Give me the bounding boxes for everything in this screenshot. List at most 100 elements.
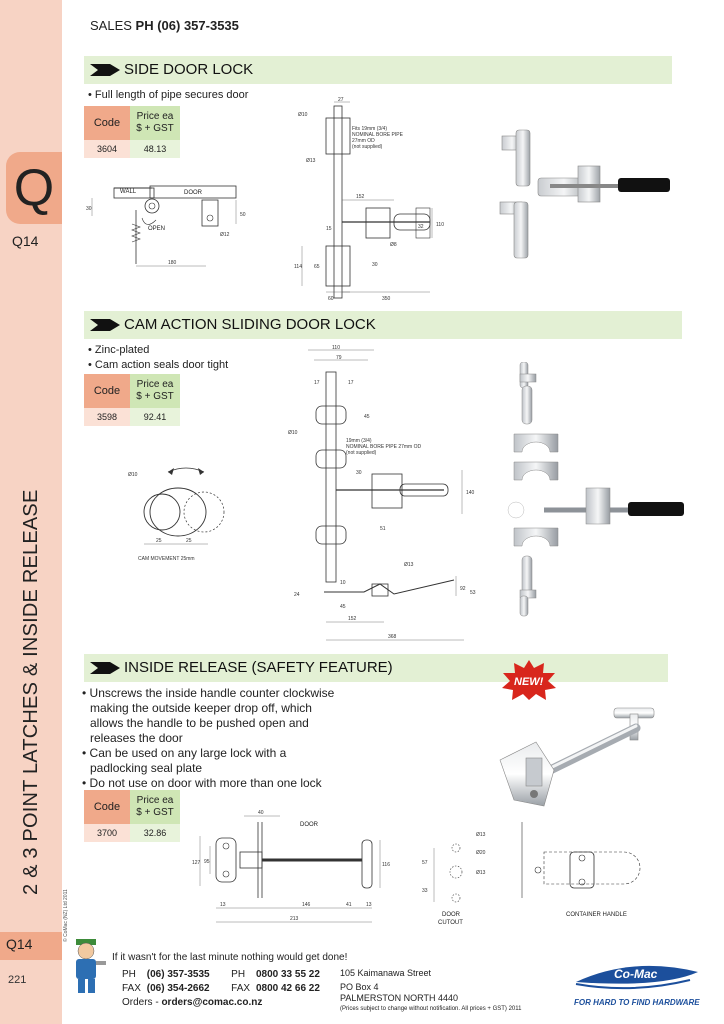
- footer-contact: PH (06) 357-3535 PH 0800 33 55 22 FAX (0…: [122, 968, 320, 1010]
- bullet-item: • Unscrews the inside handle counter clo…: [82, 686, 335, 700]
- dim: Ø13: [476, 832, 486, 838]
- cam-movement-drawing: Ø10 25 25 CAM MOVEMENT 25mm: [128, 467, 225, 562]
- door-label: DOOR: [184, 190, 203, 196]
- door-cutout-label: CUTOUT: [438, 920, 463, 926]
- product-price: 92.41: [130, 408, 180, 426]
- arrow-icon: [90, 662, 120, 674]
- new-badge-label: NEW!: [514, 676, 544, 688]
- dim: 152: [348, 616, 357, 622]
- dim: 10: [340, 580, 346, 586]
- code-header: Code: [84, 790, 130, 824]
- logo-text: Co-Mac: [614, 967, 658, 981]
- code-header: Code: [84, 106, 130, 140]
- dim: 60: [328, 296, 334, 302]
- dim: 368: [388, 634, 397, 640]
- dim: Ø12: [220, 232, 230, 238]
- section-title: SIDE DOOR LOCK: [124, 61, 254, 78]
- dim: 30: [356, 470, 362, 476]
- dim: 25: [186, 538, 192, 544]
- dim: 41: [346, 902, 352, 908]
- dim: 110: [332, 345, 340, 351]
- price-header: Price ea$ + GST: [130, 374, 180, 408]
- price-disclaimer: (Prices subject to change without notifi…: [340, 1006, 522, 1012]
- section-code-bottom: Q14: [6, 936, 33, 952]
- bullet-item: making the outside keeper drop off, whic…: [90, 701, 312, 715]
- cam-action-elevation-drawing: 110 79 17 17 45 Ø10 19mm (3/4) NOMINAL B…: [288, 345, 476, 641]
- bullet-item: padlocking seal plate: [90, 761, 203, 775]
- dim: 51: [380, 526, 386, 532]
- side-door-lock-photo: [499, 129, 670, 259]
- sales-label: SALES: [90, 18, 132, 33]
- footer-slogan: If it wasn't for the last minute nothing…: [112, 952, 348, 963]
- dim: 50: [240, 212, 246, 218]
- bullet-item: • Full length of pipe secures door: [88, 89, 249, 101]
- footer-address: 105 Kaimanawa Street PO Box 4 PALMERSTON…: [340, 968, 521, 1015]
- dim: 140: [466, 490, 475, 496]
- orders-email[interactable]: orders@comac.co.nz: [161, 997, 263, 1008]
- dim: 15: [326, 226, 332, 232]
- bullet-item: • Can be used on any large lock with a: [82, 746, 287, 760]
- address-line: 105 Kaimanawa Street: [340, 968, 432, 978]
- dim: 27: [338, 97, 344, 103]
- dim: 45: [364, 414, 370, 420]
- orders-label: Orders -: [122, 997, 159, 1008]
- section-banner-cam-action: CAM ACTION SLIDING DOOR LOCK: [84, 311, 682, 339]
- dim: Ø10: [298, 112, 308, 118]
- dim: 30: [86, 206, 92, 212]
- inside-release-photo: [499, 707, 655, 807]
- door-label: DOOR: [300, 822, 319, 828]
- pipe-note: 19mm (3/4): [346, 438, 372, 444]
- pipe-note: 27mm OD: [352, 138, 375, 144]
- page-number: 221: [8, 974, 27, 986]
- inside-release-drawing: 40 DOOR 127 95 116 13 146 41 13 213: [192, 810, 390, 923]
- dim: Ø10: [128, 472, 138, 478]
- ph2-label: PH: [231, 969, 246, 980]
- fax-label: FAX: [122, 983, 141, 994]
- dim: 350: [382, 296, 391, 302]
- arrow-icon: [90, 64, 120, 76]
- price-header: Price ea$ + GST: [130, 106, 180, 140]
- section-banner-side-door-lock: SIDE DOOR LOCK: [84, 56, 672, 84]
- new-badge: NEW!: [502, 660, 556, 700]
- dim: 17: [314, 380, 320, 386]
- dim: Ø13: [306, 158, 316, 164]
- dim: 40: [258, 810, 264, 816]
- dim: 95: [204, 859, 210, 865]
- dim: Ø20: [476, 850, 486, 856]
- bullet-item: • Zinc-plated: [88, 344, 150, 356]
- product-code: 3598: [84, 408, 130, 426]
- product-code: 3700: [84, 824, 130, 842]
- product-price: 32.86: [130, 824, 180, 842]
- dim: 180: [168, 260, 177, 266]
- door-cutout-label: DOOR: [442, 912, 461, 918]
- ph-label: PH: [122, 969, 136, 980]
- dim: 65: [314, 264, 320, 270]
- bullet-list: • Full length of pipe secures door: [88, 88, 248, 103]
- pipe-note: Fits 19mm (3/4): [352, 126, 387, 132]
- bullet-item: releases the door: [90, 731, 183, 745]
- price-header: Price ea$ + GST: [130, 790, 180, 824]
- dim: 13: [366, 902, 372, 908]
- address-line: PO Box 4: [340, 982, 379, 992]
- cam-action-lock-photo: [507, 362, 684, 617]
- product-price: 48.13: [130, 140, 180, 158]
- arrow-icon: [90, 319, 120, 331]
- dim: Ø13: [404, 562, 414, 568]
- bullet-item: allows the handle to be pushed open and: [90, 716, 309, 730]
- code-header: Code: [84, 374, 130, 408]
- sales-phone-number: PH (06) 357-3535: [135, 18, 239, 33]
- fax-number: (06) 354-2662: [146, 983, 210, 994]
- bullet-item: • Do not use on door with more than one …: [82, 776, 322, 790]
- dim: 25: [156, 538, 162, 544]
- dim: 53: [470, 590, 476, 596]
- bullet-item: • Cam action seals door tight: [88, 359, 229, 371]
- dim: 32: [418, 224, 424, 230]
- dim: Ø8: [390, 242, 397, 248]
- section-code-bottom-tab: [0, 932, 62, 960]
- pipe-note: (not supplied): [352, 144, 383, 150]
- price-table: Code Price ea$ + GST 3598 92.41: [84, 374, 180, 426]
- side-door-elevation-drawing: 27 Ø10 Ø13 Fits 19mm (3/4) NOMINAL BORE …: [294, 97, 444, 302]
- bullet-list: • Unscrews the inside handle counter clo…: [82, 686, 334, 791]
- dim: 57: [422, 860, 428, 866]
- dim: 79: [336, 355, 342, 361]
